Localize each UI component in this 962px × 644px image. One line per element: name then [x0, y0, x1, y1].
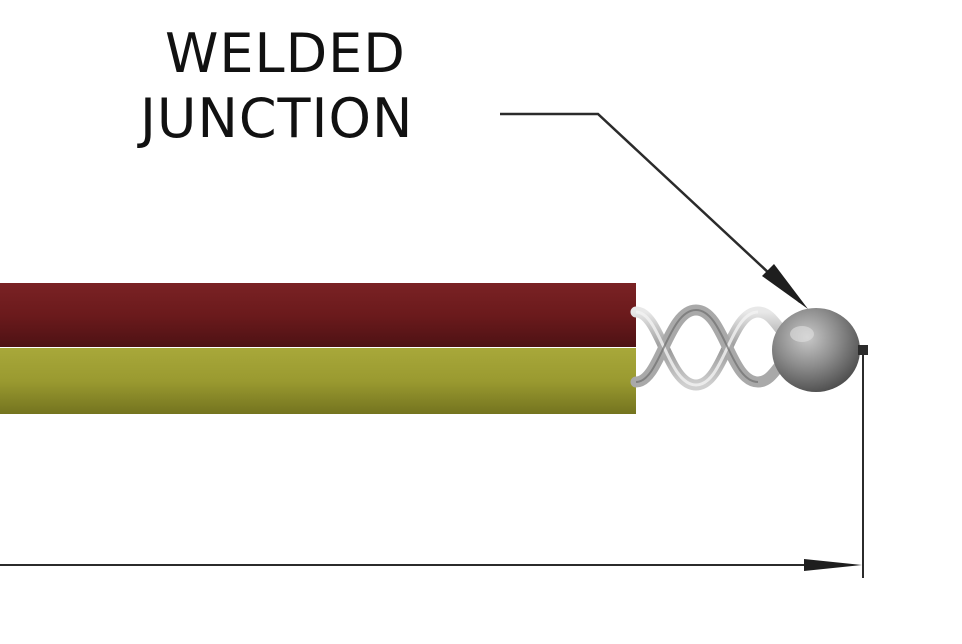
upper-wire-insulation: [0, 283, 636, 347]
twisted-bare-conductors: [630, 304, 796, 391]
callout-leader-line: [500, 112, 801, 303]
tip-reference-cap: [858, 345, 868, 355]
callout-label-line2: JUNCTION: [137, 87, 413, 150]
callout-label-line1: WELDED: [165, 22, 406, 85]
callout-arrowhead: [762, 264, 808, 309]
weld-bead: [772, 308, 860, 392]
lower-wire-insulation: [0, 348, 636, 414]
weld-bead-highlight: [790, 326, 814, 342]
length-dimension-arrowhead: [804, 559, 862, 571]
